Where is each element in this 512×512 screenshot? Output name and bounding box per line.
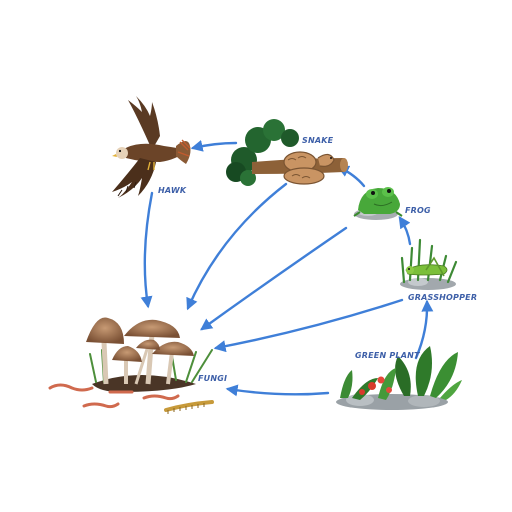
plant-icon [336, 346, 462, 410]
arrow-grasshopper-to-fungi [213, 298, 404, 353]
frog-label: FROG [405, 206, 431, 215]
green-plant-label: GREEN PLANT [355, 351, 420, 360]
arrow-grasshopper-to-frog [398, 216, 412, 246]
snake-icon [226, 119, 348, 186]
arrow-plant-to-grasshopper [414, 299, 434, 360]
arrow-plant-to-fungi [225, 384, 330, 397]
arrow-frog-to-fungi [200, 226, 348, 331]
frog-icon [353, 187, 403, 220]
arrow-hawk-to-fungi [140, 191, 154, 309]
arrow-snake-to-fungi [186, 182, 288, 311]
hawk-label: HAWK [158, 186, 187, 195]
snake-label: SNAKE [302, 136, 334, 145]
grasshopper-icon [400, 238, 458, 290]
hawk-icon [112, 96, 191, 198]
fungi-label: FUNGI [198, 374, 227, 383]
grasshopper-label: GRASSHOPPER [408, 293, 477, 302]
mushroom-icon [48, 317, 214, 414]
arrow-snake-to-hawk [190, 140, 238, 152]
arrows-layer [140, 140, 434, 397]
